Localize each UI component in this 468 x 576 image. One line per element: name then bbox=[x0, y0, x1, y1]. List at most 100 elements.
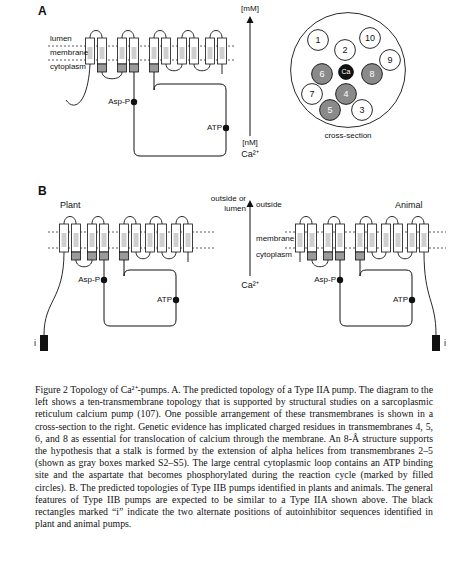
helix-circle: 9 bbox=[379, 49, 401, 71]
helix-number: 6 bbox=[311, 63, 333, 85]
helix-circle: 2 bbox=[334, 39, 356, 61]
helix-number: Ca bbox=[338, 64, 354, 80]
lumenal-loop bbox=[64, 217, 76, 225]
residue-dot bbox=[173, 297, 179, 303]
helix-shading bbox=[384, 233, 389, 247]
stalk-box bbox=[98, 64, 107, 72]
central-loop bbox=[104, 260, 176, 326]
compartment-label: membrane bbox=[256, 234, 294, 244]
transmembrane-helix bbox=[120, 224, 129, 252]
helix-shading bbox=[192, 47, 197, 59]
cytoplasmic-loop bbox=[162, 252, 176, 259]
ion-label: Ca²⁺ bbox=[241, 280, 259, 291]
terminal-tail bbox=[424, 252, 436, 335]
residue-dot bbox=[337, 277, 343, 283]
compartment-label: lumen bbox=[50, 34, 72, 44]
transmembrane-helix bbox=[132, 224, 141, 252]
node-circle bbox=[312, 64, 333, 85]
helix-circle: 4 bbox=[335, 83, 357, 105]
transmembrane-helix bbox=[296, 224, 305, 252]
lumenal-loop bbox=[360, 217, 372, 225]
stalk-box bbox=[88, 252, 97, 260]
helix-shading bbox=[358, 233, 363, 247]
stalk-box bbox=[336, 252, 345, 260]
lumenal-loop bbox=[210, 31, 222, 39]
terminal-tail bbox=[300, 252, 301, 262]
helix-circle: 6 bbox=[311, 63, 333, 85]
terminal-tail bbox=[188, 252, 189, 262]
helix-shading bbox=[310, 233, 315, 247]
lumenal-loop bbox=[122, 31, 134, 39]
cross-section-circle: cross-section121096Ca87453 bbox=[290, 12, 406, 128]
helix-number: 2 bbox=[334, 39, 356, 61]
concentration-label: [nM] bbox=[242, 138, 258, 148]
residue-label: Asp-P bbox=[314, 275, 336, 285]
transmembrane-helix bbox=[184, 224, 193, 252]
node-circle bbox=[362, 64, 383, 85]
autoinhibitor-label: i bbox=[34, 338, 36, 349]
helix-number: 4 bbox=[335, 83, 357, 105]
helix-shading bbox=[326, 233, 331, 247]
section-label: cross-section bbox=[278, 130, 418, 142]
cytoplasmic-loop bbox=[76, 260, 92, 267]
lumenal-loop bbox=[176, 217, 188, 225]
helix-shading bbox=[370, 233, 375, 247]
arrow-head bbox=[247, 200, 254, 207]
transmembrane-helix bbox=[72, 224, 81, 252]
compartment-label: outside bbox=[256, 200, 282, 210]
helix-circle: 7 bbox=[301, 83, 323, 105]
helix-number: 8 bbox=[361, 63, 383, 85]
helix-circle: 5 bbox=[319, 99, 341, 121]
node-circle bbox=[339, 65, 354, 80]
binding-site-label: ATP bbox=[157, 295, 172, 305]
central-loop bbox=[340, 260, 412, 326]
residue-dot bbox=[101, 277, 107, 283]
helix-shading bbox=[208, 47, 213, 59]
lumenal-loop bbox=[150, 217, 162, 225]
stalk-box bbox=[120, 252, 129, 260]
node-circle bbox=[291, 13, 406, 128]
transmembrane-helix bbox=[88, 224, 97, 252]
cytoplasmic-loop bbox=[102, 72, 122, 79]
helix-shading bbox=[100, 47, 105, 59]
node-circle bbox=[336, 84, 357, 105]
helix-circle: 8 bbox=[361, 63, 383, 85]
lumenal-loop bbox=[90, 31, 102, 39]
transmembrane-helix bbox=[130, 38, 139, 64]
transmembrane-helix bbox=[118, 38, 127, 64]
stalk-box bbox=[72, 252, 81, 260]
transmembrane-helix bbox=[420, 224, 429, 252]
autoinhibitor-box bbox=[40, 335, 48, 351]
organism-label: Animal bbox=[395, 200, 423, 211]
stalk-box bbox=[130, 64, 139, 72]
binding-site-label: ATP bbox=[393, 295, 408, 305]
transmembrane-helix bbox=[218, 38, 227, 64]
transmembrane-helix bbox=[150, 38, 159, 64]
helix-shading bbox=[160, 233, 165, 247]
node-circle bbox=[320, 100, 341, 121]
residue-dot bbox=[223, 125, 229, 131]
arrow-head bbox=[247, 16, 254, 23]
lumenal-loop bbox=[300, 217, 312, 225]
binding-site-label: ATP bbox=[207, 123, 222, 133]
transmembrane-helix bbox=[98, 38, 107, 64]
compartment-label: cytoplasm bbox=[50, 62, 86, 72]
lumenal-loop bbox=[92, 217, 104, 225]
helix-shading bbox=[132, 47, 137, 59]
stalk-box bbox=[118, 64, 127, 72]
terminal-tail bbox=[44, 252, 64, 335]
transmembrane-helix bbox=[100, 224, 109, 252]
cytoplasmic-loop bbox=[194, 64, 210, 71]
stalk-box bbox=[100, 252, 109, 260]
helix-number: 5 bbox=[319, 99, 341, 121]
transmembrane-helix bbox=[356, 224, 365, 252]
panel-letter: A bbox=[38, 4, 47, 18]
stalk-box bbox=[308, 252, 317, 260]
lumenal-loop bbox=[328, 217, 340, 225]
transmembrane-helix bbox=[162, 38, 171, 64]
helix-shading bbox=[180, 47, 185, 59]
central-loop bbox=[134, 72, 226, 156]
helix-shading bbox=[148, 233, 153, 247]
transmembrane-helix bbox=[178, 38, 187, 64]
transmembrane-helix bbox=[382, 224, 391, 252]
